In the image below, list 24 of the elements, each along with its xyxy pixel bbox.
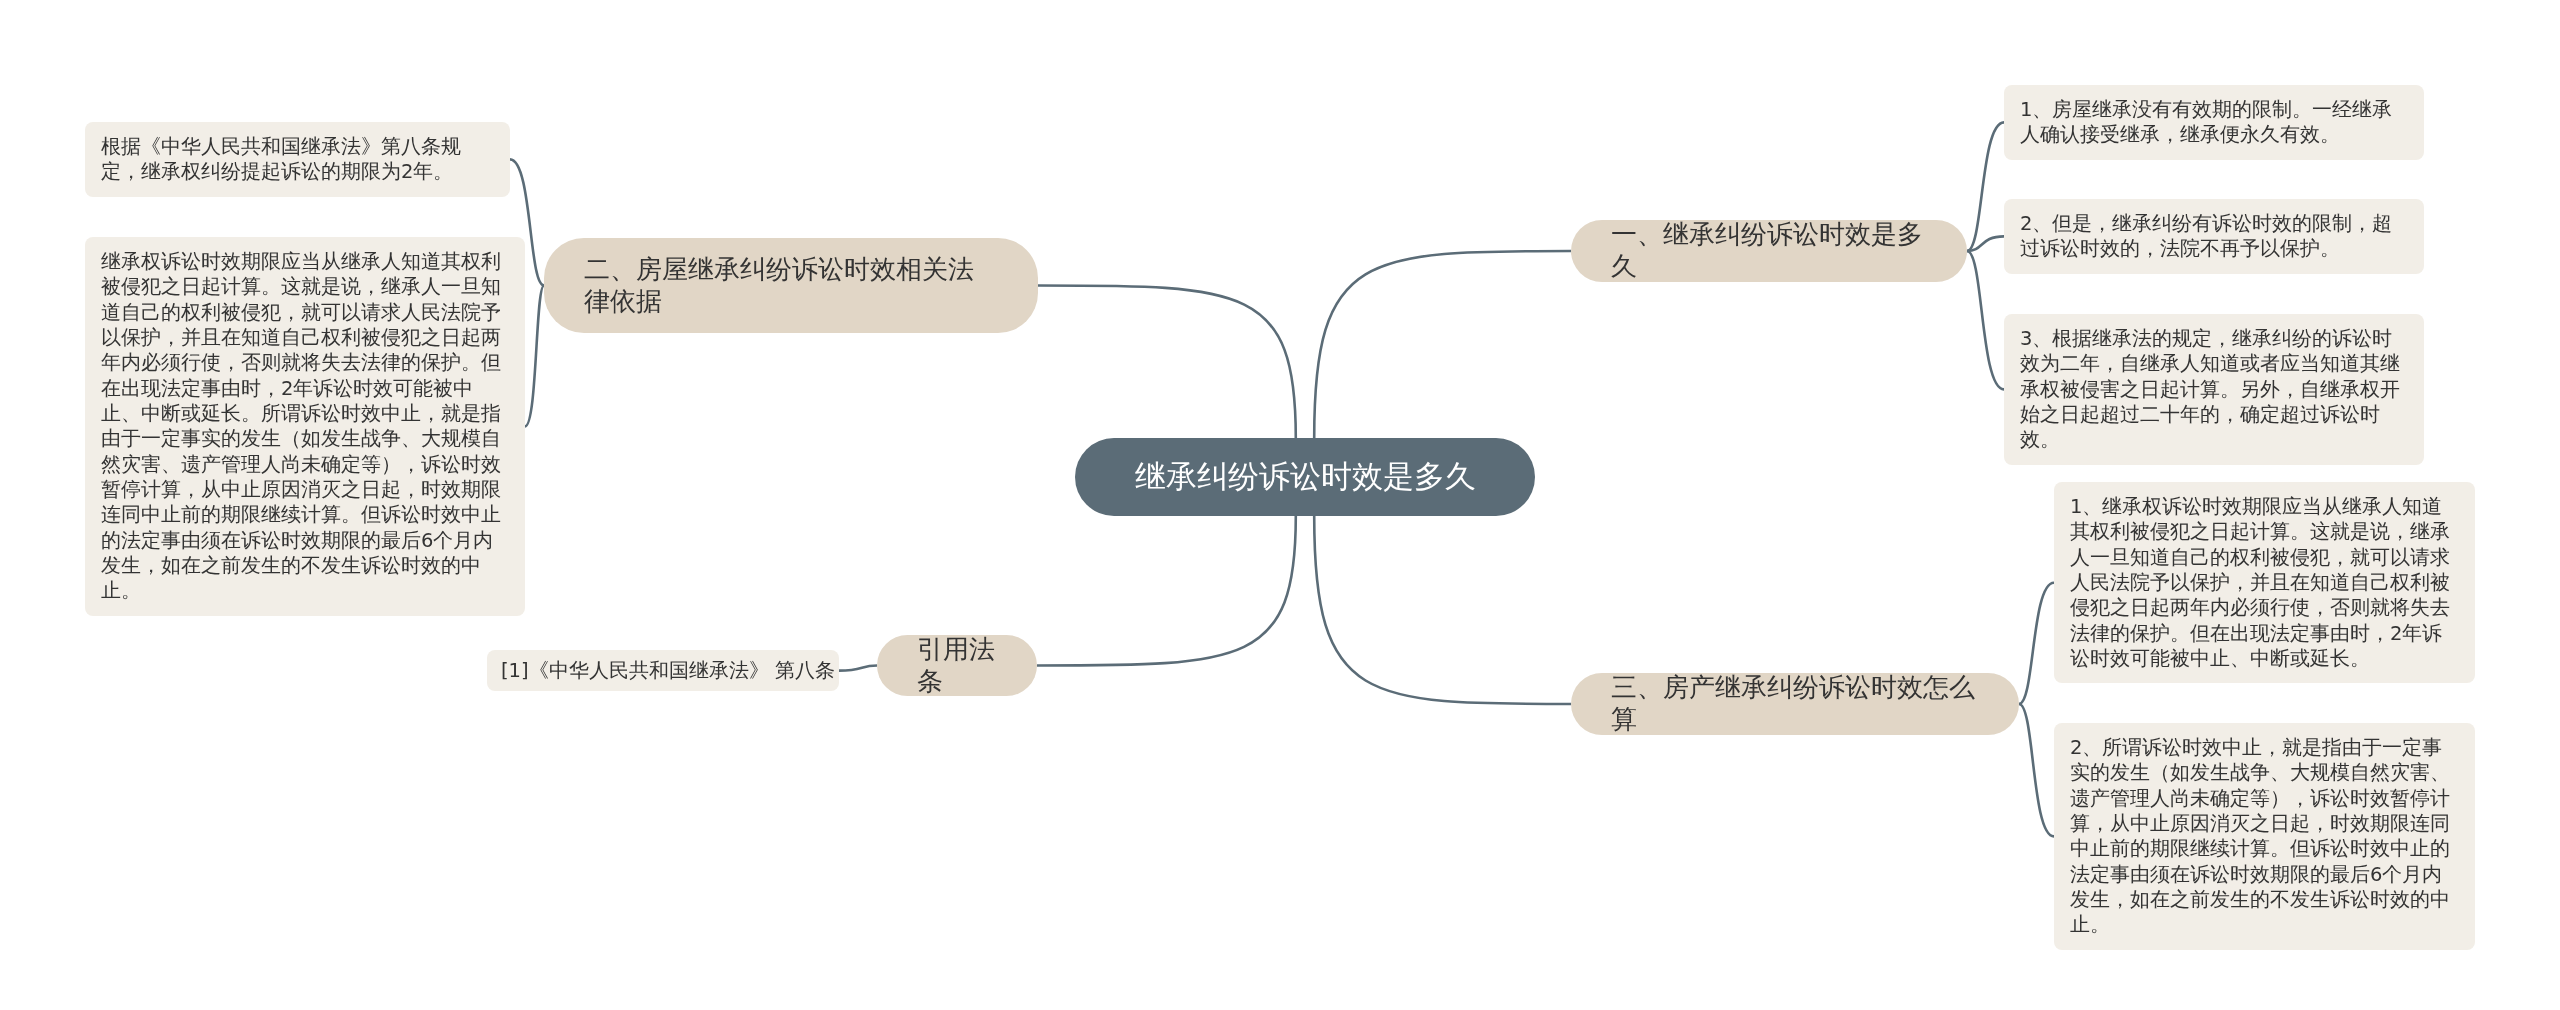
note-card: 继承权诉讼时效期限应当从继承人知道其权利被侵犯之日起计算。这就是说，继承人一旦知道自己的权利被侵犯，就可以请求人民法院予以保护，并且在知道自己权利被侵犯之日起两年内必须行使，否则就将失去法律的保护。但在出现法定事由时，2年诉讼时效可能被中止、中断或延长。所谓诉讼时效中止，就是指由于一定事实的发生（如发生战争、大规模自然灾害、遗产管理人尚未确定等），诉讼时效暂停计算，从中止原因消灭之日起，时效期限连同中止前的期限继续计算。但诉讼时效中止的法定事由须在诉讼时效期限的最后6个月内发生，如在之前发生的不发生诉讼时效的中止。 — [85, 237, 525, 616]
connector-line — [1312, 515, 1571, 706]
connector-line — [2018, 581, 2055, 706]
topic-pill: 三、房产继承纠纷诉讼时效怎么算 — [1571, 673, 2019, 735]
topic-pill: 引用法条 — [877, 635, 1037, 696]
topic-pill: 二、房屋继承纠纷诉讼时效相关法律依据 — [544, 238, 1038, 333]
note-card: 2、但是，继承纠纷有诉讼时效的限制，超过诉讼时效的，法院不再予以保护。 — [2004, 199, 2424, 274]
connector-line — [1038, 284, 1298, 439]
connector-line — [1037, 515, 1298, 667]
note-card: 根据《中华人民共和国继承法》第八条规定，继承权纠纷提起诉讼的期限为2年。 — [85, 122, 510, 197]
connector-line — [1966, 249, 2005, 391]
connector-line — [1966, 121, 2005, 253]
note-card: 2、所谓诉讼时效中止，就是指由于一定事实的发生（如发生战争、大规模自然灾害、遗产管理人尚未确定等），诉讼时效暂停计算，从中止原因消灭之日起，时效期限连同中止前的期限继续计算。但诉讼时效中止的法定事由须在诉讼时效期限的最后6个月内发生，如在之前发生的不发生诉讼时效的中止。 — [2054, 723, 2475, 950]
note-card: 1、继承权诉讼时效期限应当从继承人知道其权利被侵犯之日起计算。这就是说，继承人一旦知道自己的权利被侵犯，就可以请求人民法院予以保护，并且在知道自己权利被侵犯之日起两年内必须行使，否则就将失去法律的保护。但在出现法定事由时，2年诉讼时效可能被中止、中断或延长。 — [2054, 482, 2475, 684]
note-card: 1、房屋继承没有有效期的限制。一经继承人确认接受继承，继承便永久有效。 — [2004, 85, 2424, 160]
note-card: 3、根据继承法的规定，继承纠纷的诉讼时效为二年，自继承人知道或者应当知道其继承权被侵害之日起计算。另外，自继承权开始之日起超过二十年的，确定超过诉讼时效。 — [2004, 314, 2424, 465]
connector-line — [2018, 702, 2055, 838]
central-topic: 继承纠纷诉讼时效是多久 — [1075, 438, 1535, 516]
connector-line — [1312, 249, 1571, 439]
connector-line — [509, 158, 545, 287]
topic-pill: 一、继承纠纷诉讼时效是多久 — [1571, 220, 1967, 282]
connector-line — [524, 284, 546, 428]
note-card: [1]《中华人民共和国继承法》 第八条 — [487, 650, 839, 692]
connector-line — [838, 664, 878, 672]
